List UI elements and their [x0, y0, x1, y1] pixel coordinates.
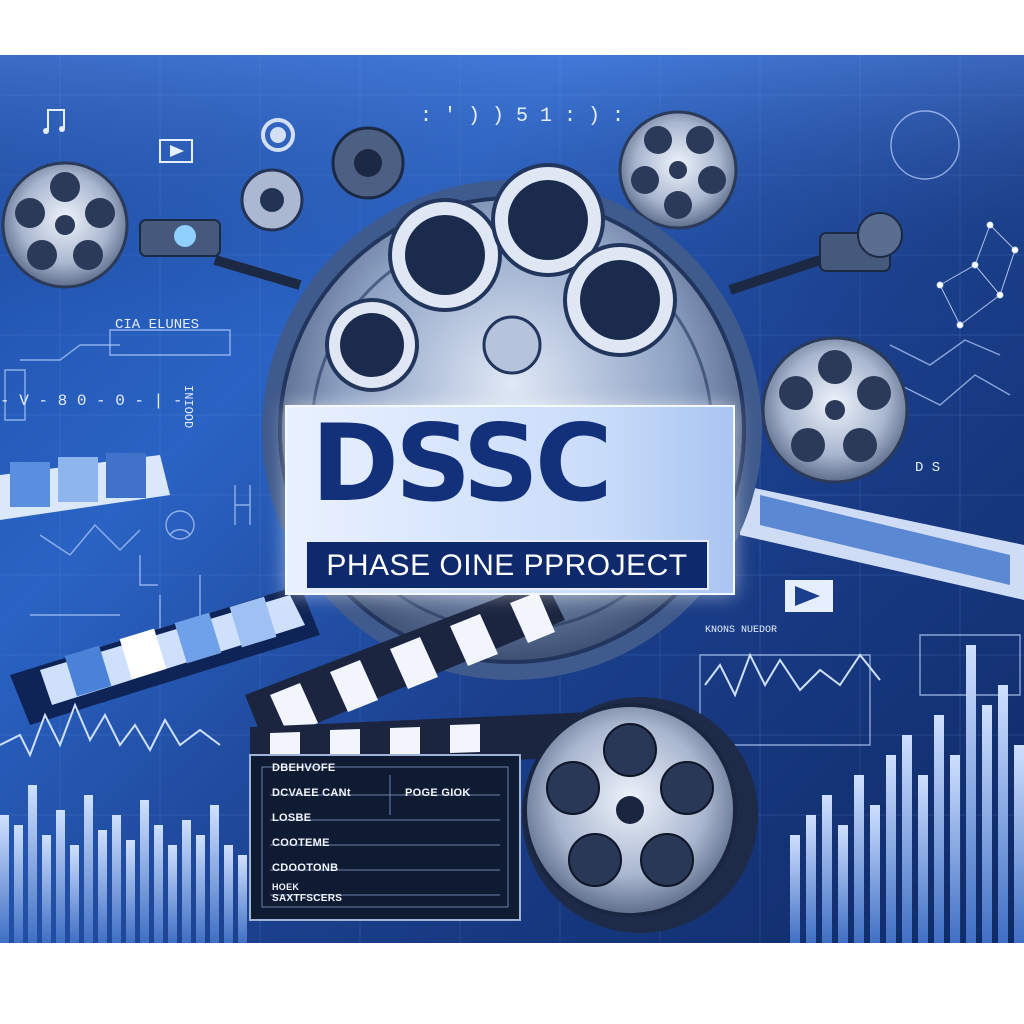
title-panel: DSSC PHASE OINE PPROJECT [285, 405, 735, 595]
vertical-tag: INIOOD [181, 385, 195, 429]
projector-left [139, 126, 405, 290]
film-reel-top-right [618, 110, 738, 230]
film-reel-bottom [522, 697, 758, 933]
film-strip-left [0, 453, 170, 520]
music-note-icon [43, 109, 65, 134]
film-reel-right [761, 336, 909, 484]
film-banner: : ' ) ) 5 1 : ) : CIA ELUNES - V - 8 0 -… [0, 55, 1024, 943]
projector-right [728, 212, 903, 295]
waveform-right [704, 652, 881, 698]
monitor-label: KNONS NUEDOR [705, 625, 778, 636]
network-graph [936, 221, 1019, 329]
left-tag: CIA ELUNES [115, 317, 200, 333]
slate-line-2: DCVAEE CANt [272, 787, 351, 799]
right-tag: D S [915, 460, 941, 476]
equalizer-right [790, 645, 1024, 943]
top-code: : ' ) ) 5 1 : ) : [420, 105, 625, 128]
slate-line-5: CDOOTONB [272, 862, 339, 874]
gear-icon [261, 118, 295, 152]
film-reel-top-left [1, 161, 129, 289]
waveform-left [0, 702, 221, 758]
subtitle-box: PHASE OINE PPROJECT [305, 540, 709, 590]
decorative-lines [4, 110, 1021, 746]
slate-line-6a: HOEK [272, 882, 300, 892]
slate-line-3: LOSBE [272, 812, 312, 824]
film-strip-center [10, 585, 320, 725]
equalizer-left [0, 785, 247, 943]
slate-line-1: DBEHVOFE [272, 762, 336, 774]
play-icon-right [785, 580, 833, 612]
page-subtitle: PHASE OINE PPROJECT [326, 549, 688, 582]
slate-line-2-right: POGE GIOK [405, 787, 471, 799]
page-title: DSSC [311, 402, 613, 525]
film-strip-right [740, 485, 1024, 600]
left-ticks: - V - 8 0 - 0 - | - [0, 392, 183, 410]
slate-line-4: COOTEME [272, 837, 330, 849]
play-icon [159, 139, 193, 163]
slate-line-6b: SAXTFSCERS [272, 893, 343, 904]
